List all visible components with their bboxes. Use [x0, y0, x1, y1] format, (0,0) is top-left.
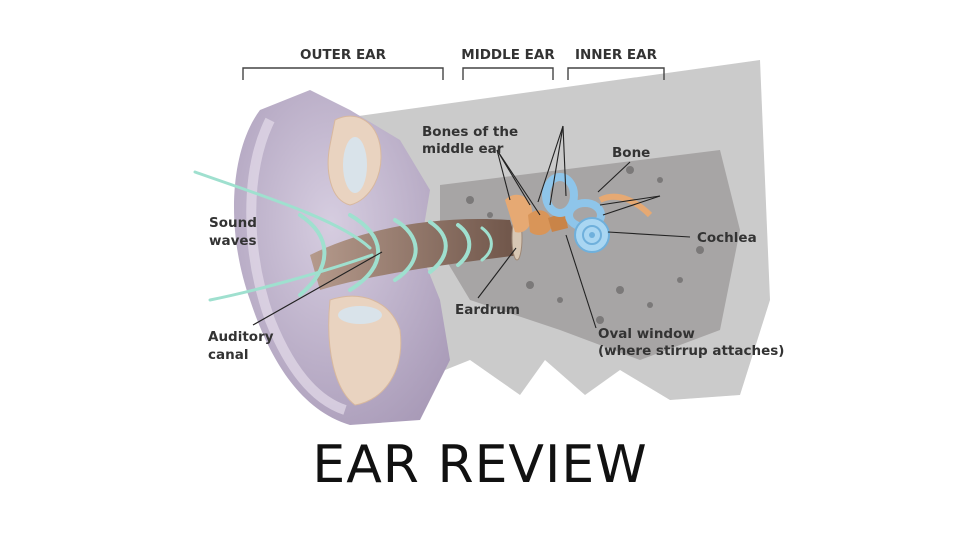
leader-lines [252, 125, 691, 329]
outer-ear-header: OUTER EAR [300, 47, 387, 63]
bones-label-line1: Bones of the [422, 124, 518, 140]
sound-waves [193, 170, 493, 302]
bones-label-line2: middle ear [422, 141, 504, 157]
cochlea-shape [574, 217, 610, 253]
sound-waves-label-line1: Sound [209, 215, 257, 231]
bone-pores [466, 166, 704, 324]
cartilage-nodule-1 [343, 137, 367, 193]
cartilage-lower [328, 295, 402, 406]
auditory-nerve [598, 193, 653, 218]
cartilage-nodule-2 [338, 306, 382, 324]
middle-ear-bracket [462, 67, 554, 80]
inner-ear-header: INNER EAR [575, 47, 658, 63]
inner-ear-bracket [567, 67, 665, 80]
cochlea-label: Cochlea [697, 230, 757, 246]
sound-waves-label-line2: waves [209, 233, 257, 249]
oval-window-label-line2: (where stirrup attaches) [598, 343, 784, 359]
eardrum-label: Eardrum [455, 302, 520, 318]
pinna-rim [246, 117, 347, 415]
bone-label: Bone [612, 145, 650, 161]
outer-ear-bracket [242, 67, 444, 80]
slide-title: EAR REVIEW [312, 435, 648, 495]
ossicles [505, 194, 568, 236]
middle-ear-header: MIDDLE EAR [461, 47, 555, 63]
oval-window-label-line1: Oval window [598, 326, 695, 342]
auditory-canal-label-line2: canal [208, 347, 248, 363]
auditory-canal-label-line1: Auditory [208, 329, 274, 345]
